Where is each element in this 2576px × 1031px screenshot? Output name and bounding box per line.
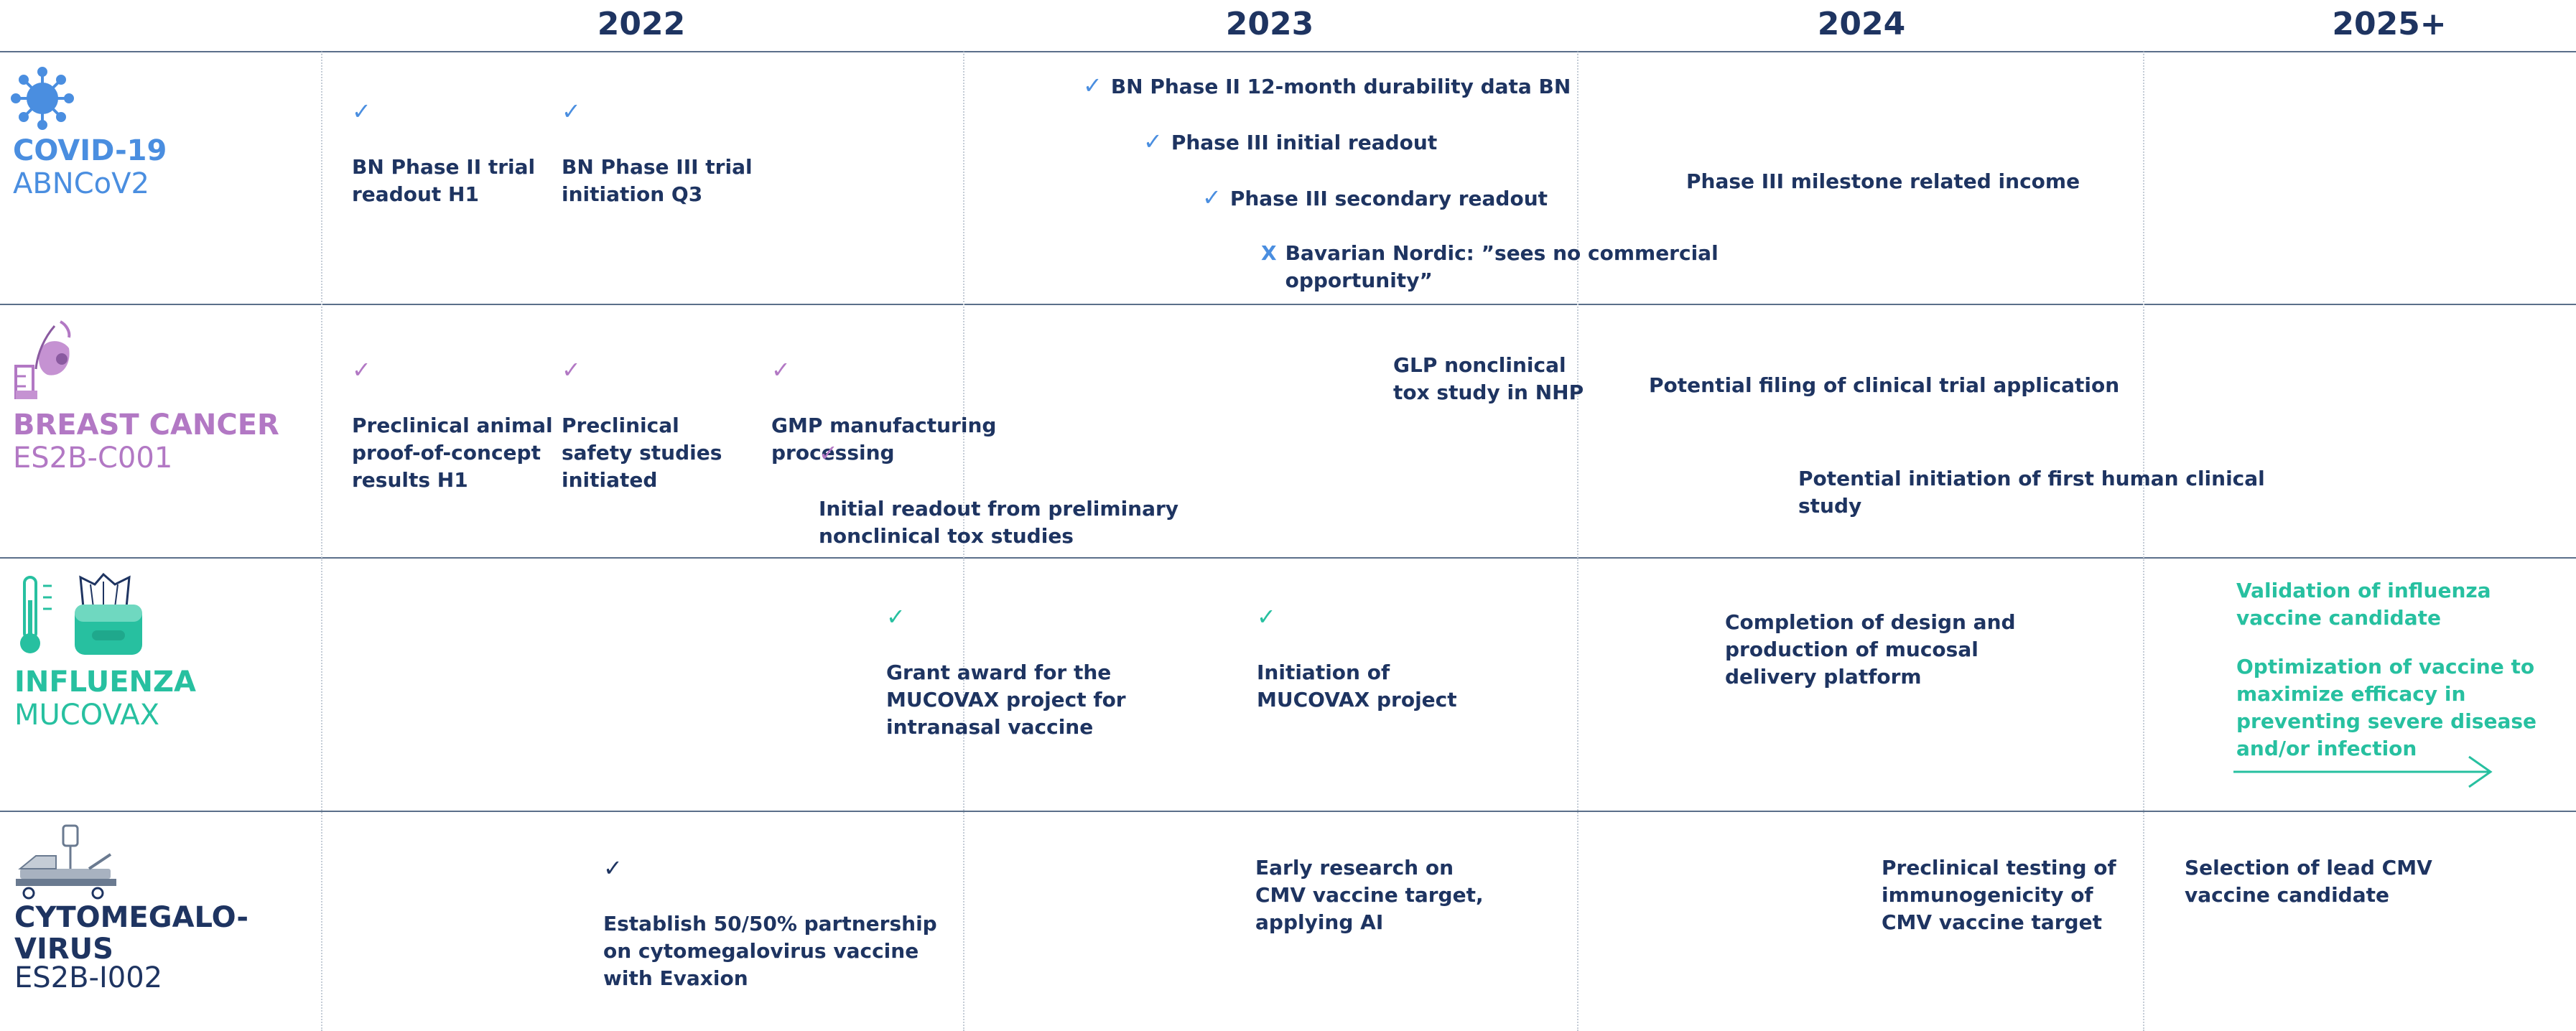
virus-icon	[11, 67, 74, 130]
event-breast-4: ✓ Initial readout from preliminary noncl…	[819, 439, 1179, 548]
category-name-covid: COVID-19	[13, 134, 167, 167]
check-icon: ✓	[819, 439, 838, 467]
event-covid-2: ✓ BN Phase III trial initiation Q3	[562, 98, 753, 206]
event-covid-1: ✓ BN Phase II trial readout H1	[352, 98, 536, 206]
breast-icon	[14, 320, 71, 399]
event-covid-7: Phase III milestone related income	[1686, 169, 2080, 193]
check-icon: ✓	[1257, 603, 1276, 630]
check-icon: ✓	[603, 854, 623, 882]
check-icon: ✓	[352, 356, 371, 383]
hospital-bed-icon	[16, 824, 116, 900]
event-influenza-4: Validation of influenza vaccine candidat…	[2236, 579, 2491, 630]
event-covid-5: ✓ Phase III secondary readout	[1202, 184, 1548, 211]
event-breast-2: ✓ Preclinical safety studies initiated	[562, 356, 722, 492]
category-code-breast-cancer: ES2B-C001	[13, 442, 173, 475]
check-icon: ✓	[1143, 128, 1163, 155]
category-code-influenza: MUCOVAX	[14, 699, 160, 732]
column-divider-2	[963, 52, 964, 1031]
row-divider-3	[0, 811, 2576, 812]
category-code-cmv: ES2B-I002	[14, 961, 163, 994]
category-name-influenza: INFLUENZA	[14, 666, 196, 699]
event-cmv-4: Selection of lead CMV vaccine candidate	[2185, 856, 2432, 907]
event-influenza-1: ✓ Grant award for the MUCOVAX project fo…	[886, 603, 1126, 739]
event-cmv-3: Preclinical testing of immunogenicity of…	[1882, 856, 2116, 934]
check-icon: ✓	[352, 98, 371, 125]
check-icon: ✓	[886, 603, 906, 630]
check-icon: ✓	[562, 356, 581, 383]
column-divider-4	[2143, 52, 2144, 1031]
year-2024: 2024	[1817, 6, 1906, 42]
row-divider-1	[0, 304, 2576, 305]
event-influenza-2: ✓ Initiation of MUCOVAX project	[1257, 603, 1457, 712]
category-name-breast-cancer: BREAST CANCER	[13, 409, 279, 442]
event-breast-5: GLP nonclinical tox study in NHP	[1393, 353, 1584, 404]
event-covid-3: ✓ BN Phase II 12-month durability data B…	[1083, 72, 1571, 99]
thermometer-tissue-icon	[20, 572, 142, 655]
check-icon: ✓	[771, 356, 791, 383]
arrow-right-icon	[2233, 755, 2493, 788]
event-covid-6: X Bavarian Nordic: ”sees no commercial o…	[1261, 240, 1719, 294]
row-divider-2	[0, 557, 2576, 559]
check-icon: ✓	[1202, 184, 1222, 211]
event-breast-6: Potential filing of clinical trial appli…	[1649, 373, 2120, 397]
event-breast-1: ✓ Preclinical animal proof-of-concept re…	[352, 356, 553, 492]
event-cmv-2: Early research on CMV vaccine target, ap…	[1255, 856, 1484, 934]
event-breast-7: Potential initiation of first human clin…	[1798, 467, 2265, 518]
year-2025-plus: 2025+	[2332, 6, 2447, 42]
column-divider-1	[321, 52, 322, 1031]
check-icon: ✓	[1083, 72, 1102, 99]
event-breast-3: ✓ GMP manufacturing processing	[771, 356, 997, 465]
cross-icon: X	[1261, 241, 1277, 265]
event-influenza-5: Optimization of vaccine to maximize effi…	[2236, 655, 2537, 760]
year-2023: 2023	[1225, 6, 1314, 42]
category-name-cmv: CYTOMEGALO- VIRUS	[14, 901, 248, 966]
year-2022: 2022	[597, 6, 686, 42]
column-divider-3	[1577, 52, 1578, 1031]
event-covid-4: ✓ Phase III initial readout	[1143, 128, 1438, 155]
check-icon: ✓	[562, 98, 581, 125]
event-cmv-1: ✓ Establish 50/50% partnership on cytome…	[603, 854, 937, 990]
header-divider	[0, 51, 2576, 52]
category-code-covid: ABNCoV2	[13, 167, 149, 200]
event-influenza-3: Completion of design and production of m…	[1725, 610, 2016, 689]
